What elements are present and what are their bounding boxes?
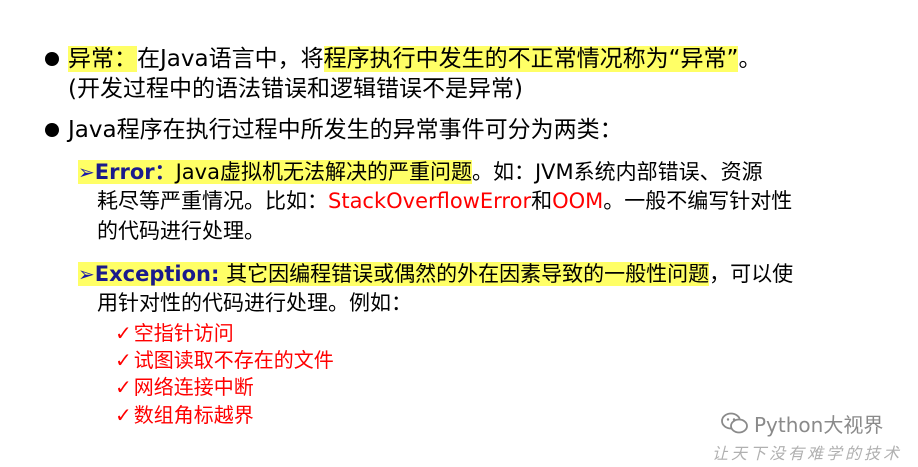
bullet1-highlight: 程序执行中发生的不正常情况称为“异常” [323,46,739,72]
error-red-stackoverflow: StackOverflowError [328,189,532,213]
bullet1-line2: (开发过程中的语法错误和逻辑错误不是异常) [68,76,523,102]
error-line2-mid: 和 [531,189,553,213]
watermark-brand: Python大视界 [754,413,884,437]
exception-highlight: 其它因编程错误或偶然的外在因素导致的一般性问题 [219,262,710,286]
example-item: ✓网络连接中断 [115,374,254,400]
example-label: 空指针访问 [133,321,234,345]
error-line2-a: 耗尽等严重情况。比如： [97,189,328,213]
wechat-logo-icon [720,411,750,435]
check-icon: ✓ [115,348,132,372]
error-label: Error： [94,160,176,184]
bullet2-line: Java程序在执行过程中所发生的异常事件可分为两类： [68,117,623,143]
exception-label: Exception: [94,262,220,286]
error-line2: 耗尽等严重情况。比如：StackOverflowError和OOM。一般不编写针… [97,186,792,216]
bullet1-text-b: 。 [738,46,762,72]
error-highlight: Java虚拟机无法解决的严重问题 [175,160,472,184]
error-red-oom: OOM [552,189,604,213]
error-line2-b: 。一般不编写针对性 [603,189,793,213]
bullet1-text-a: 在Java语言中，将 [137,46,324,72]
example-item: ✓试图读取不存在的文件 [115,347,334,373]
bullet1-label: 异常： [68,46,137,72]
check-icon: ✓ [115,403,132,427]
watermark-slogan: 让天下没有难学的技术 [712,444,903,463]
check-icon: ✓ [115,375,132,399]
bullet-dot-1 [45,52,59,66]
exception-line2: 用针对性的代码进行处理。例如： [97,291,412,315]
bullet1-line1: 异常：在Java语言中，将程序执行中发生的不正常情况称为“异常”。 [68,44,761,74]
error-line1: ➢Error：Java虚拟机无法解决的严重问题。如：JVM系统内部错误、资源 [78,157,763,187]
example-label: 试图读取不存在的文件 [133,348,334,372]
check-icon: ✓ [115,321,132,345]
exception-arrow-icon: ➢ [78,262,95,286]
example-label: 数组角标越界 [133,403,254,427]
bullet-dot-2 [45,123,59,137]
error-arrow-icon: ➢ [78,160,95,184]
error-line1-rest: 。如：JVM系统内部错误、资源 [471,160,763,184]
example-label: 网络连接中断 [133,375,254,399]
example-item: ✓数组角标越界 [115,402,254,428]
example-item: ✓空指针访问 [115,320,234,346]
exception-line1: ➢Exception: 其它因编程错误或偶然的外在因素导致的一般性问题，可以使 [78,259,793,289]
error-line3: 的代码进行处理。 [97,219,265,243]
exception-line1-rest: ，可以使 [709,262,794,286]
